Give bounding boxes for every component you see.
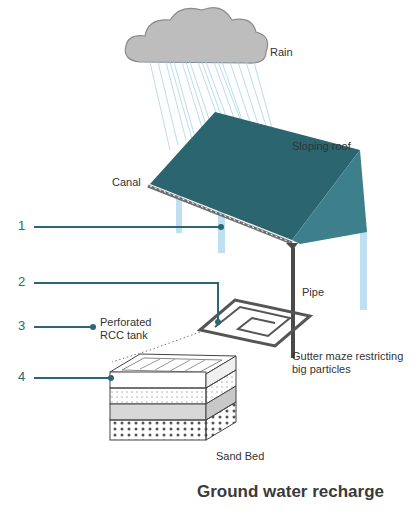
sand-bed-label: Sand Bed: [216, 450, 286, 463]
canal-label: Canal: [112, 176, 152, 189]
leader-lines: [34, 227, 220, 378]
diagram-title: Ground water recharge: [197, 482, 384, 502]
callout-number: 3: [18, 319, 32, 334]
canal-dots: [150, 186, 290, 242]
roof-side: [292, 150, 367, 244]
sand-bed: [110, 354, 236, 440]
canal: [148, 186, 292, 243]
tank-label: Perforated RCC tank: [100, 316, 170, 341]
pipe: [291, 248, 295, 358]
gutter-maze: [200, 300, 310, 346]
callout-number: 4: [18, 370, 32, 385]
pipe-label: Pipe: [302, 286, 342, 299]
maze-label: Gutter maze restricting big particles: [292, 350, 404, 375]
leader-dots: [90, 224, 224, 381]
rain-label: Rain: [270, 46, 330, 59]
callout-number: 1: [18, 219, 32, 234]
cloud: [125, 8, 267, 64]
roof-label: Sloping roof: [292, 140, 372, 153]
callout-number: 2: [18, 275, 32, 290]
